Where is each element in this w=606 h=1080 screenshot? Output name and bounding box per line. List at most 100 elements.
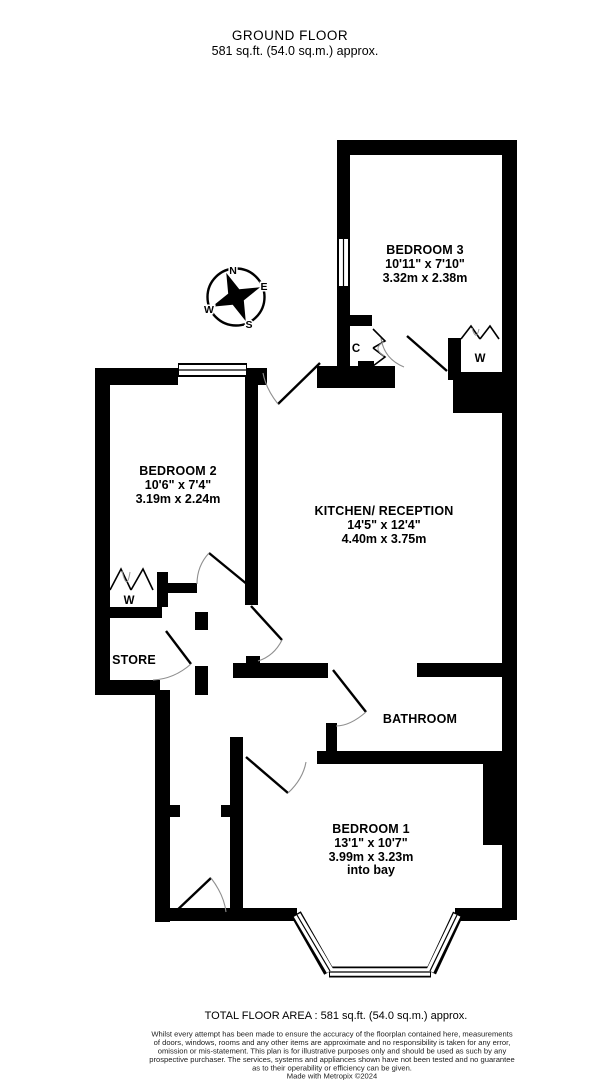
wall-segment [155, 690, 170, 922]
wall-segment [245, 377, 258, 605]
wall-segment [417, 663, 510, 677]
door-leaf [250, 605, 283, 641]
compass-star [211, 272, 261, 322]
room-dimensions-imperial: 14'5" x 12'4" [347, 518, 420, 532]
wall-segment [326, 723, 337, 763]
cupboard-bifold-door [372, 328, 387, 367]
room-dimensions-metric: 4.40m x 3.75m [342, 532, 427, 546]
bedroom3-door [380, 335, 448, 372]
door-arc [152, 663, 192, 681]
bay-window [291, 911, 463, 978]
disclaimer-line: Whilst every attempt has been made to en… [151, 1030, 513, 1039]
door-leaf [171, 877, 212, 916]
floor-title: GROUND FLOOR [232, 28, 348, 43]
room-name: BEDROOM 2 [139, 464, 217, 478]
door-leaf [277, 362, 321, 405]
wall-segment [157, 583, 197, 593]
door-leaf [406, 335, 448, 372]
room-dimensions-metric: 3.19m x 2.24m [136, 492, 221, 506]
door-leaf [165, 630, 192, 665]
door-arc [196, 552, 210, 585]
total-floor-area: TOTAL FLOOR AREA : 581 sq.ft. (54.0 sq.m… [205, 1010, 468, 1022]
door-arc [287, 761, 307, 794]
wall-segment [98, 680, 160, 695]
door-leaf [245, 756, 289, 794]
entrance-door [262, 362, 321, 405]
wall-segment [195, 666, 208, 695]
wall-segment [455, 908, 510, 921]
wall-segment [345, 140, 517, 155]
bedroom2-label: BEDROOM 2 10'6" x 7'4" 3.19m x 2.24m [136, 464, 221, 506]
compass-south-label: S [245, 319, 252, 331]
bedroom2-door [196, 552, 249, 586]
wall-segment [233, 663, 328, 678]
room-dimensions-metric: 3.32m x 2.38m [383, 271, 468, 285]
room-name: BATHROOM [383, 712, 457, 726]
store-door [152, 630, 192, 681]
wall-segment [170, 805, 180, 817]
plan-footer: TOTAL FLOOR AREA : 581 sq.ft. (54.0 sq.m… [149, 1010, 514, 1080]
bedroom1-door [245, 756, 307, 794]
room-name: STORE [112, 653, 156, 667]
door-arc [210, 877, 227, 913]
wall-segment [502, 140, 517, 920]
wall-segment [350, 315, 372, 326]
wall-segment [337, 140, 350, 240]
door-arc [335, 711, 367, 727]
windows-layer [178, 238, 463, 978]
door-leaf [332, 669, 367, 713]
room-dimensions-imperial: 10'11" x 7'10" [385, 257, 465, 271]
metropix-credit: Made with Metropix ©2024 [287, 1072, 377, 1080]
room-name: BEDROOM 3 [386, 243, 464, 257]
compass-circle [206, 267, 266, 327]
door-leaf [208, 552, 249, 586]
wall-segment [195, 612, 208, 630]
room-name: BEDROOM 1 [332, 822, 410, 836]
wall-segment [483, 757, 510, 845]
wall-segment [453, 372, 517, 413]
door-arc [262, 372, 279, 405]
walls-layer [95, 140, 517, 922]
compass-east-label: E [260, 281, 267, 293]
room-dimensions-metric: 3.99m x 3.23m [329, 850, 414, 864]
wall-segment [448, 338, 461, 380]
disclaimer-line: of doors, windows, rooms and any other i… [154, 1038, 511, 1047]
door-arc [257, 639, 283, 662]
wall-segment [155, 908, 297, 921]
wardrobe-label: W [475, 353, 486, 365]
bedroom3-wardrobe-bifold-door [460, 324, 500, 340]
plan-header: GROUND FLOOR 581 sq.ft. (54.0 sq.m.) app… [212, 28, 379, 58]
room-labels-layer: BEDROOM 3 10'11" x 7'10" 3.32m x 2.38m B… [112, 243, 485, 877]
wall-segment [108, 607, 162, 618]
room-dimensions-imperial: 13'1" x 10'7" [334, 836, 407, 850]
wall-segment [221, 805, 230, 817]
cupboard-label: C [352, 343, 360, 355]
bedroom2-wardrobe-bifold-door [109, 567, 154, 591]
kitchen-hall-door [250, 605, 283, 662]
kitchen-reception-label: KITCHEN/ RECEPTION 14'5" x 12'4" 4.40m x… [314, 504, 453, 546]
wall-segment [317, 366, 395, 388]
room-name: KITCHEN/ RECEPTION [314, 504, 453, 518]
compass-west-label: W [204, 304, 214, 316]
doors-layer [109, 324, 500, 916]
compass-north-label: N [229, 265, 237, 277]
wall-segment [95, 368, 178, 385]
bathroom-door [332, 669, 367, 727]
disclaimer-line: prospective purchaser. The services, sys… [149, 1055, 514, 1064]
room-dimensions-note: into bay [347, 863, 395, 877]
wall-segment [95, 368, 110, 695]
store-label: STORE [112, 653, 156, 667]
bathroom-label: BATHROOM [383, 712, 457, 726]
room-dimensions-imperial: 10'6" x 7'4" [145, 478, 212, 492]
wall-segment [157, 572, 168, 607]
door-arc [380, 337, 405, 368]
floor-area-subtitle: 581 sq.ft. (54.0 sq.m.) approx. [212, 44, 379, 58]
wall-segment [317, 751, 510, 764]
bedroom3-label: BEDROOM 3 10'11" x 7'10" 3.32m x 2.38m [383, 243, 468, 285]
disclaimer-line: omission or mis-statement. This plan is … [158, 1047, 507, 1056]
compass-rose: N E S W [203, 264, 269, 333]
wardrobe-label: W [124, 595, 135, 607]
wall-segment [337, 285, 350, 388]
